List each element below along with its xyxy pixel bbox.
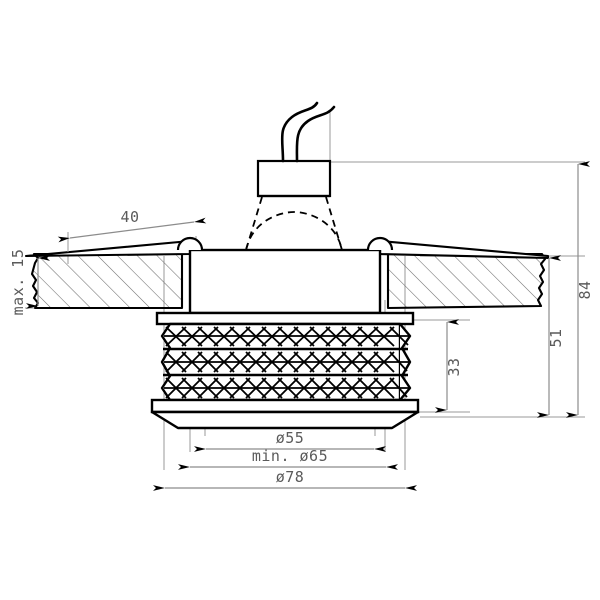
dimension-label-total-height: 84 — [576, 280, 594, 299]
lamp-hidden-outline — [245, 196, 343, 251]
dimension-label-below-ceiling-height: 51 — [547, 328, 565, 347]
dimension-label-inner-diameter: ø55 — [276, 429, 305, 447]
dimension-ceiling-thickness: max. 15 — [9, 249, 50, 316]
crystal-decorative-ring — [160, 322, 412, 402]
dimension-flange-overhang: 40 — [57, 208, 207, 252]
ceiling-panel-left — [30, 252, 184, 310]
dimension-label-cutout-diameter: min. ø65 — [252, 447, 328, 465]
dimension-label-outer-diameter: ø78 — [276, 468, 305, 486]
terminal-block — [256, 159, 332, 198]
dimension-outer-diameter: ø78 — [153, 468, 417, 491]
supply-wires — [280, 101, 336, 163]
crystal-band-1 — [164, 326, 409, 347]
dimension-label-flange-overhang: 40 — [120, 208, 139, 226]
dimension-cutout-diameter: min. ø65 — [178, 447, 398, 470]
dimension-crystal-ring-height: 33 — [435, 319, 463, 413]
ceiling-panel-right — [386, 252, 547, 310]
dimension-inner-diameter: ø55 — [194, 429, 386, 452]
dimension-label-ceiling-thickness: max. 15 — [9, 249, 27, 316]
spring-clip-right — [366, 236, 394, 251]
dimension-below-ceiling-height: 51 — [537, 255, 565, 418]
crystal-band-3 — [164, 377, 409, 399]
dimension-total-height: 84 — [566, 161, 594, 418]
dimension-label-crystal-ring-height: 33 — [445, 357, 463, 376]
luminaire-body — [155, 248, 415, 326]
crystal-band-2 — [164, 351, 409, 373]
base-trim-ring — [150, 398, 420, 430]
